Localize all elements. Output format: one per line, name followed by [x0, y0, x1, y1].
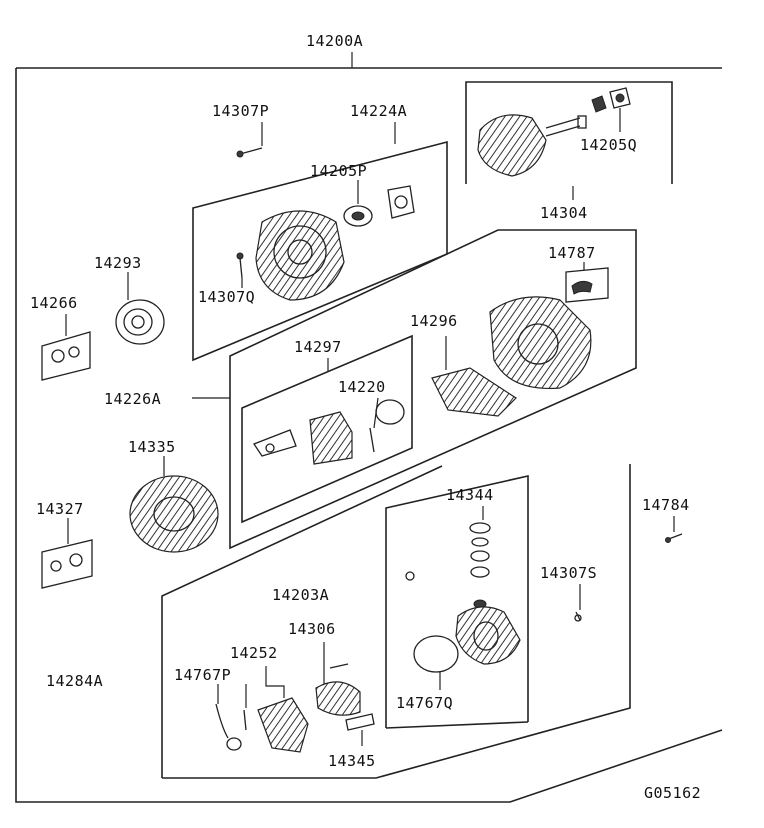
label-14252: 14252 [230, 644, 278, 662]
main-assembly-frame [15, 52, 723, 803]
bolt-icon [236, 122, 263, 158]
front-bearing-icon [315, 642, 361, 716]
label-14306: 14306 [288, 620, 336, 638]
label-14296: 14296 [410, 312, 458, 330]
small-washer-icon [405, 571, 415, 581]
front-bracket-icon [257, 666, 309, 753]
label-14327: 14327 [36, 500, 84, 518]
label-14226A: 14226A [104, 390, 161, 408]
label-14307Q: 14307Q [198, 288, 255, 306]
insulator-icon [345, 713, 375, 746]
small-bolt-icon [574, 584, 582, 622]
terminal-kit-icon [41, 518, 93, 589]
label-14203A: 14203A [272, 586, 329, 604]
label-14767Q: 14767Q [396, 694, 453, 712]
spring-clip-icon [215, 684, 247, 751]
retainer-plate-icon [387, 185, 415, 219]
label-14784: 14784 [642, 496, 690, 514]
diagram-code: G05162 [644, 784, 701, 802]
label-14304: 14304 [540, 204, 588, 222]
label-14344: 14344 [446, 486, 494, 504]
label-14205Q: 14205Q [580, 136, 637, 154]
front-housing-frame [385, 474, 529, 729]
bearing-stack-icon [469, 522, 491, 609]
label-14224A: 14224A [350, 102, 407, 120]
rotor-icon [477, 114, 587, 177]
pulley-icon [115, 272, 165, 345]
label-14293: 14293 [94, 254, 142, 272]
label-14345: 14345 [328, 752, 376, 770]
label-14335: 14335 [128, 438, 176, 456]
label-14284A: 14284A [46, 672, 103, 690]
terminal-screw-icon [665, 516, 683, 543]
rectifier-icon [431, 336, 517, 417]
brush-icon [369, 397, 405, 453]
label-14767P: 14767P [174, 666, 231, 684]
stator-icon [255, 210, 345, 301]
rear-bearing-icon [591, 87, 631, 132]
label-14307P: 14307P [212, 102, 269, 120]
housing-icon [455, 606, 521, 665]
front-assembly-frame [161, 464, 631, 779]
regulator-icon [253, 411, 353, 465]
label-14307S: 14307S [540, 564, 597, 582]
stator-coil-icon [129, 456, 219, 553]
rear-housing-icon [489, 296, 592, 390]
label-14200A: 14200A [306, 32, 363, 50]
seal-kit-icon [565, 262, 609, 303]
label-14220: 14220 [338, 378, 386, 396]
rear-housing-assembly-frame [192, 229, 637, 550]
label-14787: 14787 [548, 244, 596, 262]
screw-icon [236, 252, 244, 288]
label-14266: 14266 [30, 294, 78, 312]
label-14297: 14297 [294, 338, 342, 356]
regulator-frame [241, 334, 413, 524]
rotor-assembly-frame [465, 81, 673, 200]
label-14205P: 14205P [310, 162, 367, 180]
nut-kit-icon [41, 314, 91, 381]
o-ring-icon [413, 635, 459, 690]
bearing-icon [343, 180, 373, 227]
